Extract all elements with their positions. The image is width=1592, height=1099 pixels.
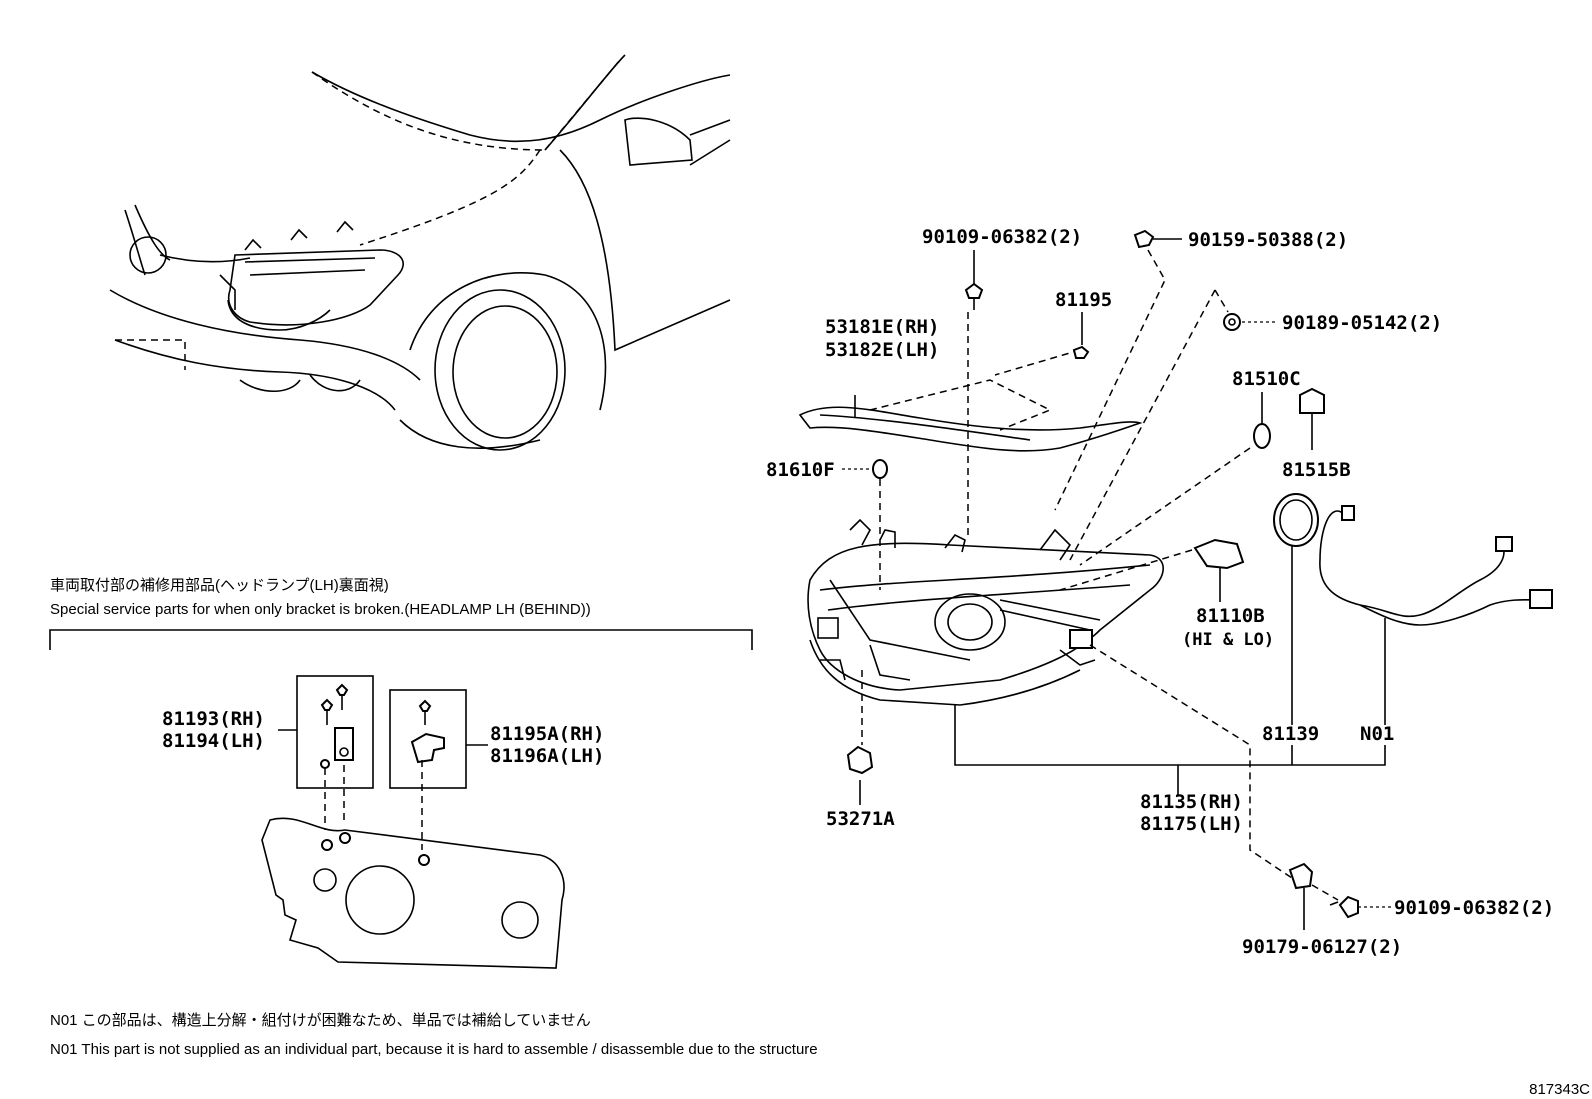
bracket-53271a-icon bbox=[846, 745, 874, 805]
n01-note-jp: N01 この部品は、構造上分解・組付けが困難なため、単品では補給していません bbox=[50, 1012, 591, 1029]
label-81515b: 81515B bbox=[1282, 459, 1351, 481]
n01-note-en: N01 This part is not supplied as an indi… bbox=[50, 1041, 818, 1058]
headlamp-garnish-53181e bbox=[798, 406, 1143, 452]
label-81135-rh: 81135(RH) bbox=[1140, 791, 1243, 813]
label-53182e: 53182E(LH) bbox=[825, 339, 939, 361]
wire-harness-n01-icon bbox=[1319, 505, 1553, 725]
screw-81195-icon bbox=[1072, 312, 1090, 359]
label-90109-06382-top: 90109-06382(2) bbox=[922, 226, 1082, 248]
label-90159-50388: 90159-50388(2) bbox=[1188, 229, 1348, 251]
label-81195a-rh: 81195A(RH) bbox=[490, 723, 604, 745]
cover-81139-icon bbox=[1273, 493, 1319, 725]
socket-81515b-icon bbox=[1299, 387, 1325, 450]
special-service-note-jp: 車両取付部の補修用部品(ヘッドランプ(LH)裏面視) bbox=[50, 576, 389, 594]
headlamp-back-silhouette bbox=[261, 817, 565, 969]
assembly-bracket-line bbox=[954, 705, 1386, 766]
label-n01: N01 bbox=[1360, 723, 1394, 745]
label-53271a: 53271A bbox=[826, 808, 895, 830]
clip-90179-icon bbox=[1288, 862, 1314, 930]
bolt-90159-icon bbox=[1133, 229, 1182, 249]
label-81175-lh: 81175(LH) bbox=[1140, 813, 1243, 835]
label-81510c: 81510C bbox=[1232, 368, 1301, 390]
label-90179-06127: 90179-06127(2) bbox=[1242, 936, 1402, 958]
bolt-90109-bottom-icon bbox=[1329, 895, 1392, 919]
vehicle-front-view bbox=[109, 54, 731, 451]
bulb-81110b-icon bbox=[1193, 538, 1245, 602]
illustration-code: 817343C bbox=[1529, 1081, 1590, 1098]
label-81139: 81139 bbox=[1262, 723, 1319, 745]
label-90189-05142: 90189-05142(2) bbox=[1282, 312, 1442, 334]
label-81194-lh: 81194(LH) bbox=[162, 730, 265, 752]
special-service-note-en: Special service parts for when only brac… bbox=[50, 601, 591, 618]
nut-90189-icon bbox=[1223, 313, 1275, 331]
headlamp-assembly bbox=[807, 518, 1164, 706]
label-81196a-lh: 81196A(LH) bbox=[490, 745, 604, 767]
label-90109-06382-bottom: 90109-06382(2) bbox=[1394, 897, 1554, 919]
bulb-81510c-icon bbox=[1253, 392, 1271, 449]
bolt-90109-top-icon bbox=[964, 250, 984, 310]
label-81193-rh: 81193(RH) bbox=[162, 708, 265, 730]
special-service-parts-section bbox=[49, 629, 753, 969]
label-81110b: 81110B bbox=[1196, 605, 1265, 627]
label-53181e: 53181E(RH) bbox=[825, 316, 939, 338]
label-81195: 81195 bbox=[1055, 289, 1112, 311]
label-81610f: 81610F bbox=[766, 459, 835, 481]
cap-81610f-icon bbox=[842, 459, 888, 479]
label-hi-lo: (HI & LO) bbox=[1182, 630, 1274, 650]
